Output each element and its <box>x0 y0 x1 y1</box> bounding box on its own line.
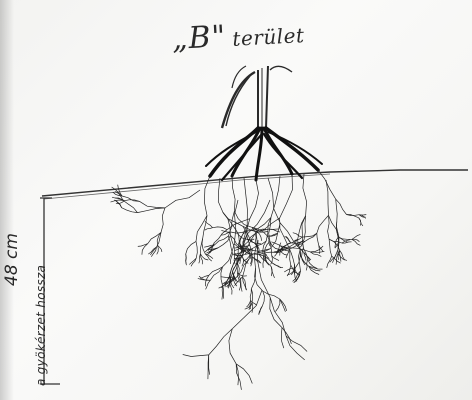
fine-root <box>303 174 307 216</box>
root-crown <box>206 128 322 180</box>
fine-root <box>140 201 165 208</box>
fine-root <box>244 178 247 225</box>
fine-root <box>229 329 236 364</box>
fine-root <box>137 208 165 213</box>
soil-surface-line <box>42 170 468 196</box>
fine-root <box>241 280 242 292</box>
fine-root <box>186 254 187 264</box>
fine-root <box>293 233 302 237</box>
fine-root <box>165 190 200 208</box>
fine-root <box>205 221 213 227</box>
fine-root <box>221 267 223 286</box>
fine-root <box>196 241 197 258</box>
fine-root <box>183 355 209 357</box>
fine-root <box>250 180 259 219</box>
soil-surface-line-2 <box>44 174 330 199</box>
fine-root <box>243 277 247 290</box>
fine-root <box>317 233 319 245</box>
fine-root <box>222 286 223 300</box>
fine-root <box>205 228 213 231</box>
fine-root <box>271 176 280 218</box>
plant-stem <box>222 66 292 128</box>
fine-root <box>291 264 294 275</box>
fine-root <box>259 252 277 254</box>
fine-root <box>239 280 240 291</box>
fine-root <box>247 218 271 232</box>
fine-root <box>262 291 264 306</box>
fine-root <box>206 275 209 286</box>
fine-root <box>250 289 251 301</box>
bracket-caption: a gyökérzet hossza <box>34 265 48 386</box>
fine-root <box>336 253 338 264</box>
fine-root <box>272 263 280 268</box>
fine-root <box>232 176 235 211</box>
fine-root <box>338 237 352 240</box>
fine-root <box>280 174 293 218</box>
fine-root <box>352 234 361 239</box>
fine-root <box>329 239 332 256</box>
fine-root <box>186 241 196 254</box>
fine-root <box>263 291 280 299</box>
fine-root <box>218 178 223 213</box>
fine-root <box>206 280 211 289</box>
diagram-title: „B"terület <box>171 15 305 57</box>
fine-root <box>272 256 279 261</box>
fine-root <box>204 176 210 216</box>
fine-root <box>263 256 264 268</box>
fine-root <box>328 215 330 239</box>
fine-root <box>232 290 262 329</box>
fine-root <box>237 258 238 273</box>
fine-root <box>276 299 280 312</box>
fine-root <box>317 215 329 233</box>
fine-root <box>123 200 137 212</box>
fine-root <box>236 230 239 243</box>
fine-root <box>338 253 347 260</box>
fine-root <box>202 238 205 254</box>
fine-root <box>257 240 270 298</box>
fine-root <box>161 208 165 233</box>
fine-roots <box>111 170 367 390</box>
fine-root <box>281 328 283 349</box>
title-word: terület <box>232 23 305 51</box>
fine-root <box>282 328 291 344</box>
fine-root <box>199 254 201 263</box>
fine-root <box>223 244 235 267</box>
fine-root <box>223 213 243 227</box>
fine-root <box>209 355 210 375</box>
fine-root <box>327 256 332 268</box>
fine-root <box>336 199 338 221</box>
depth-label: 48 cm <box>2 233 22 286</box>
fine-root <box>352 239 361 245</box>
fine-root <box>213 227 228 230</box>
fine-root <box>252 303 253 313</box>
fine-root <box>271 267 272 277</box>
title-letter: „B" <box>171 19 227 57</box>
fine-root <box>286 336 305 360</box>
fine-root <box>196 216 207 242</box>
